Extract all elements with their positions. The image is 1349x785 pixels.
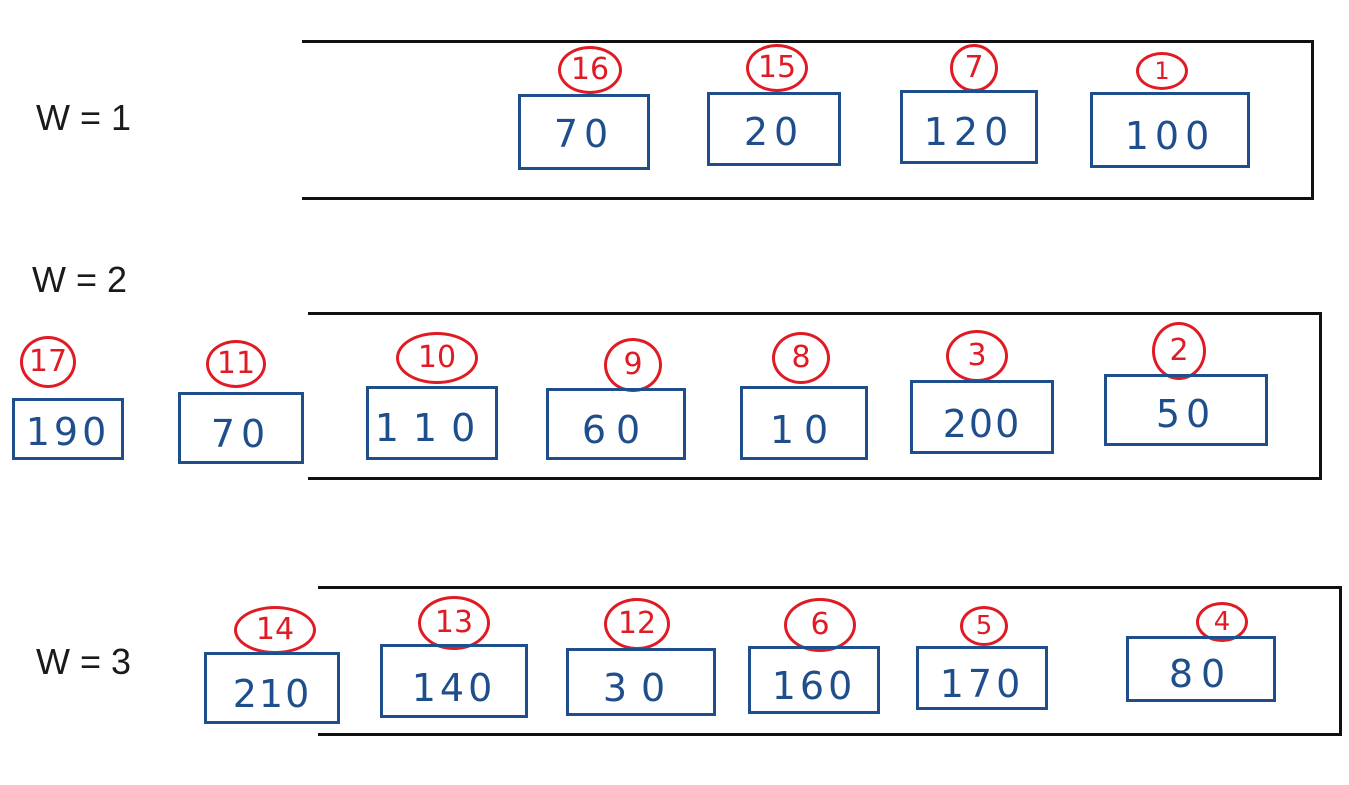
item-box: 80 xyxy=(1126,636,1276,702)
order-circle: 6 xyxy=(784,598,856,652)
item-value: 160 xyxy=(771,664,857,708)
item-value: 70 xyxy=(210,412,272,456)
item-value: 30 xyxy=(602,666,680,710)
item-value: 210 xyxy=(232,672,312,716)
order-circle: 2 xyxy=(1152,322,1206,380)
order-circle: 11 xyxy=(206,340,266,388)
order-circle: 1 xyxy=(1136,52,1188,90)
item-box: 10 xyxy=(740,386,868,460)
item-box: 170 xyxy=(916,646,1048,710)
row-label-w3: W = 3 xyxy=(36,641,132,682)
item-box: 30 xyxy=(566,648,716,716)
order-circle: 3 xyxy=(946,330,1008,382)
item-box: 70 xyxy=(178,392,304,464)
order-circle: 10 xyxy=(396,332,478,384)
item-box: 70 xyxy=(518,94,650,170)
item-box: 120 xyxy=(900,90,1038,164)
item-value: 100 xyxy=(1124,114,1216,158)
item-box: 50 xyxy=(1104,374,1268,446)
order-circle: 15 xyxy=(746,44,808,92)
item-value: 120 xyxy=(923,110,1015,154)
item-box: 100 xyxy=(1090,92,1250,168)
item-box: 160 xyxy=(748,646,880,714)
item-value: 190 xyxy=(25,410,111,454)
order-circle: 7 xyxy=(950,44,998,92)
order-circle: 16 xyxy=(558,46,622,94)
row-label-w1: W = 1 xyxy=(36,97,132,138)
item-value: 110 xyxy=(374,406,490,450)
item-value: 70 xyxy=(553,112,615,156)
lane-w3 xyxy=(318,586,1342,736)
order-circle: 8 xyxy=(772,332,830,384)
item-value: 50 xyxy=(1155,392,1217,436)
item-value: 10 xyxy=(769,408,839,452)
order-circle: 9 xyxy=(604,338,662,392)
lane-w1 xyxy=(302,40,1314,200)
order-circle: 4 xyxy=(1196,602,1248,642)
item-value: 140 xyxy=(411,666,497,710)
item-value: 200 xyxy=(942,402,1022,446)
item-box: 140 xyxy=(380,644,528,718)
item-box: 60 xyxy=(546,388,686,460)
item-box: 190 xyxy=(12,398,124,460)
order-circle: 5 xyxy=(960,606,1008,646)
order-circle: 12 xyxy=(604,598,670,650)
item-box: 210 xyxy=(204,652,340,724)
item-value: 170 xyxy=(939,662,1025,706)
row-label-w2: W = 2 xyxy=(32,259,128,300)
order-circle: 13 xyxy=(418,596,490,650)
item-value: 80 xyxy=(1168,652,1234,696)
order-circle: 17 xyxy=(20,336,76,388)
item-box: 20 xyxy=(707,92,841,166)
item-box: 110 xyxy=(366,386,498,460)
item-value: 20 xyxy=(743,110,805,154)
item-box: 200 xyxy=(910,380,1054,454)
lane-w2 xyxy=(308,312,1322,480)
order-circle: 14 xyxy=(234,606,316,654)
item-value: 60 xyxy=(581,408,651,452)
